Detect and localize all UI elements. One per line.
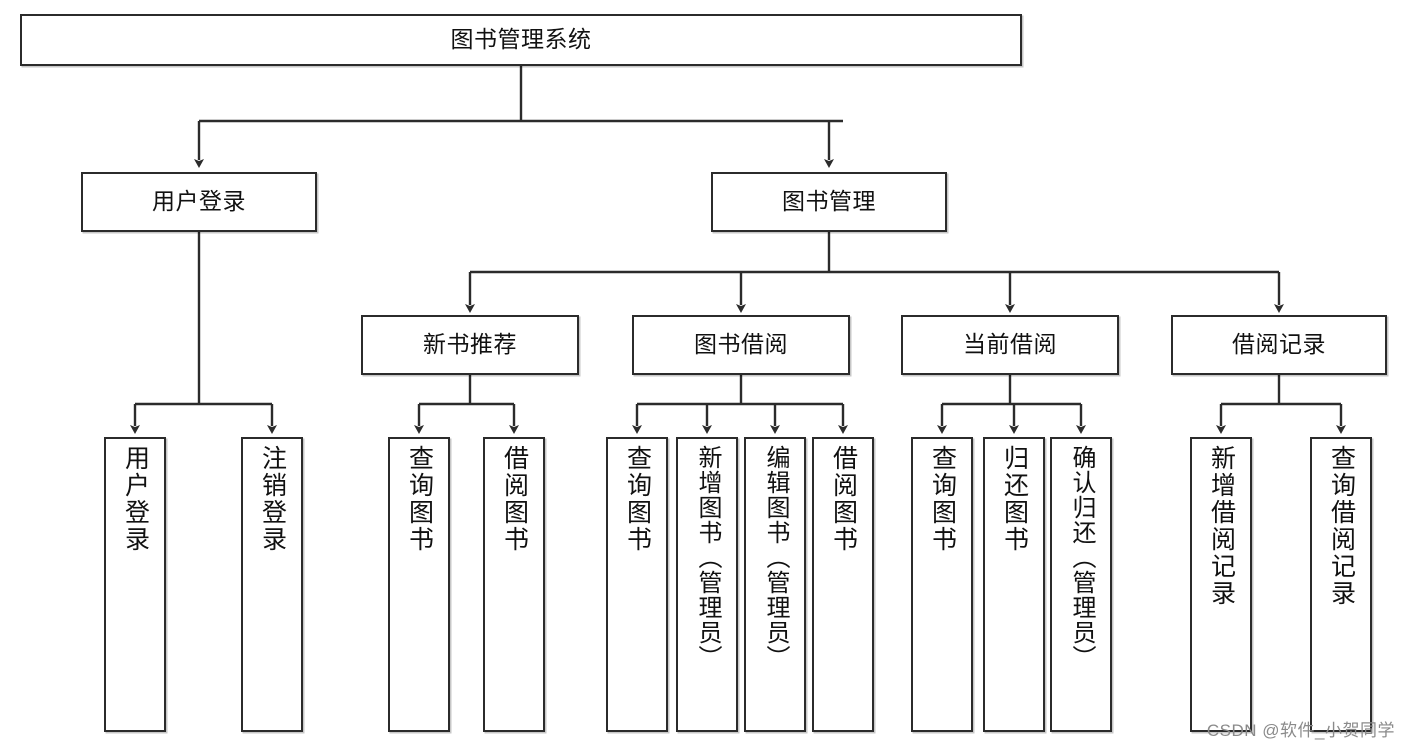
leaf-return-book-label: 归还图书 bbox=[1000, 445, 1029, 553]
leaf-logout-label: 注销登录 bbox=[258, 445, 287, 553]
leaf-confirm-return-label: 确认归还（管理员） bbox=[1068, 445, 1095, 670]
node-root[interactable]: 图书管理系统 bbox=[20, 14, 1022, 66]
node-new-book-rec-label: 新书推荐 bbox=[423, 331, 517, 358]
node-root-label: 图书管理系统 bbox=[450, 26, 592, 53]
leaf-query-book-2-label: 查询图书 bbox=[623, 445, 652, 553]
leaf-add-record[interactable]: 新增借阅记录 bbox=[1190, 437, 1252, 732]
node-book-manage[interactable]: 图书管理 bbox=[711, 172, 947, 232]
leaf-query-book-3[interactable]: 查询图书 bbox=[911, 437, 973, 732]
leaf-borrow-book-1-label: 借阅图书 bbox=[500, 445, 529, 553]
node-borrow-record-label: 借阅记录 bbox=[1232, 331, 1326, 358]
node-current-borrow[interactable]: 当前借阅 bbox=[901, 315, 1119, 375]
connector-root-to-level2 bbox=[194, 66, 843, 168]
connector-newbook-to-leaves bbox=[414, 375, 519, 434]
connector-borrowrecord-to-leaves bbox=[1216, 375, 1346, 434]
leaf-borrow-book-2[interactable]: 借阅图书 bbox=[812, 437, 874, 732]
leaf-add-record-label: 新增借阅记录 bbox=[1207, 445, 1236, 607]
leaf-confirm-return[interactable]: 确认归还（管理员） bbox=[1050, 437, 1112, 732]
connector-currentborrow-to-leaves bbox=[937, 375, 1086, 434]
leaf-query-book-1-label: 查询图书 bbox=[405, 445, 434, 553]
leaf-logout[interactable]: 注销登录 bbox=[241, 437, 303, 732]
node-book-borrow-label: 图书借阅 bbox=[694, 331, 788, 358]
node-user-login[interactable]: 用户登录 bbox=[81, 172, 317, 232]
leaf-edit-book[interactable]: 编辑图书（管理员） bbox=[744, 437, 806, 732]
leaf-query-record[interactable]: 查询借阅记录 bbox=[1310, 437, 1372, 732]
leaf-query-book-2[interactable]: 查询图书 bbox=[606, 437, 668, 732]
leaf-add-book-label: 新增图书（管理员） bbox=[694, 445, 721, 670]
leaf-borrow-book-1[interactable]: 借阅图书 bbox=[483, 437, 545, 732]
node-book-manage-label: 图书管理 bbox=[782, 188, 876, 215]
leaf-query-book-1[interactable]: 查询图书 bbox=[388, 437, 450, 732]
leaf-user-login[interactable]: 用户登录 bbox=[104, 437, 166, 732]
connector-userlogin-to-leaves bbox=[130, 232, 277, 434]
leaf-edit-book-label: 编辑图书（管理员） bbox=[762, 445, 789, 670]
connector-bookborrow-to-leaves bbox=[632, 375, 848, 434]
watermark: CSDN @软件_小贺同学 bbox=[1206, 721, 1395, 740]
node-borrow-record[interactable]: 借阅记录 bbox=[1171, 315, 1387, 375]
node-user-login-label: 用户登录 bbox=[152, 188, 246, 215]
connector-bookmanage-to-level3 bbox=[465, 232, 1284, 313]
node-new-book-rec[interactable]: 新书推荐 bbox=[361, 315, 579, 375]
leaf-query-book-3-label: 查询图书 bbox=[928, 445, 957, 553]
node-current-borrow-label: 当前借阅 bbox=[963, 331, 1057, 358]
leaf-query-record-label: 查询借阅记录 bbox=[1327, 445, 1356, 607]
node-book-borrow[interactable]: 图书借阅 bbox=[632, 315, 850, 375]
leaf-user-login-label: 用户登录 bbox=[121, 445, 150, 553]
leaf-add-book[interactable]: 新增图书（管理员） bbox=[676, 437, 738, 732]
leaf-return-book[interactable]: 归还图书 bbox=[983, 437, 1045, 732]
leaf-borrow-book-2-label: 借阅图书 bbox=[829, 445, 858, 553]
